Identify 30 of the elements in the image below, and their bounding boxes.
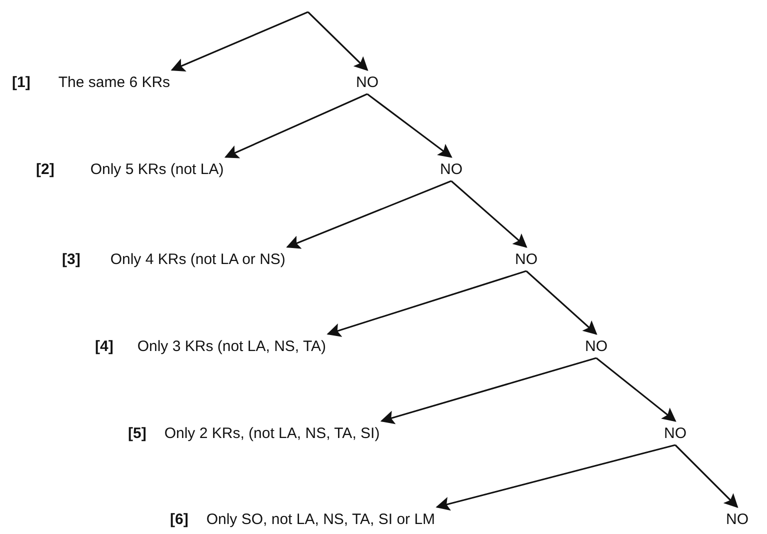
arrow bbox=[366, 93, 452, 158]
arrow bbox=[450, 180, 528, 248]
arrow bbox=[286, 180, 452, 249]
arrow bbox=[436, 444, 676, 511]
option-text: Only SO, not LA, NS, TA, SI or LM bbox=[206, 511, 436, 529]
item-number: [4] bbox=[95, 338, 114, 356]
option-text: Only 3 KRs (not LA, NS, TA) bbox=[137, 338, 326, 356]
arrow bbox=[526, 270, 598, 335]
item-number: [3] bbox=[62, 251, 80, 269]
arrow bbox=[170, 11, 308, 72]
option-text: NO bbox=[585, 338, 608, 356]
item-number: [5] bbox=[128, 425, 146, 443]
arrow bbox=[596, 357, 676, 422]
option-text: NO bbox=[356, 74, 378, 92]
option-text: NO bbox=[726, 511, 748, 529]
option-text: NO bbox=[515, 251, 538, 269]
option-text: NO bbox=[440, 161, 462, 179]
option-text: The same 6 KRs bbox=[58, 74, 170, 92]
arrow bbox=[326, 270, 526, 337]
item-number: [1] bbox=[12, 74, 30, 92]
option-text: Only 2 KRs, (not LA, NS, TA, SI) bbox=[164, 425, 380, 443]
option-text: Only 4 KRs (not LA or NS) bbox=[110, 251, 286, 269]
item-number: [6] bbox=[170, 511, 188, 529]
option-text: Only 5 KRs (not LA) bbox=[90, 161, 224, 179]
option-text: NO bbox=[664, 425, 686, 443]
item-number: [2] bbox=[36, 161, 54, 179]
arrow bbox=[380, 357, 596, 424]
arrow bbox=[307, 11, 368, 71]
arrow bbox=[674, 444, 738, 508]
arrow bbox=[224, 93, 368, 158]
